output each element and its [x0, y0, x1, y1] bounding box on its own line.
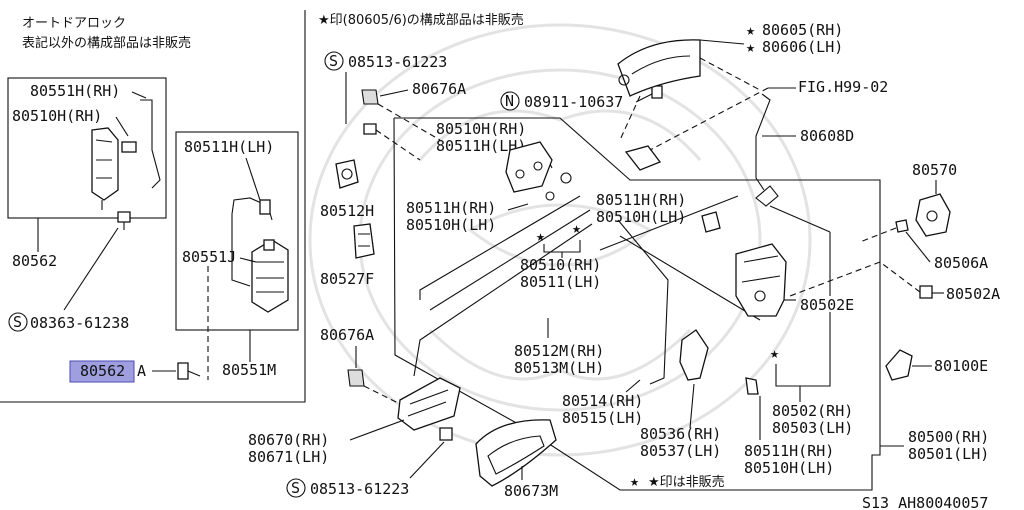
label-80605-rh: 80605(RH) — [762, 21, 843, 39]
rod-clips — [545, 172, 572, 201]
s-mark-08513-top: S — [324, 51, 344, 71]
bottom-note: ★印は非販売 — [648, 474, 725, 490]
inside-handle-bracket-80670 — [397, 377, 461, 431]
inset-frame — [0, 10, 306, 403]
label-80510h-lh-b: 80510H(LH) — [406, 216, 496, 234]
label-80510-rh: 80510(RH) — [520, 256, 601, 274]
label-80562-highlight[interactable]: 80562 — [80, 362, 125, 380]
label-80551h-rh: 80551H(RH) — [30, 82, 120, 100]
s-mark-08513-bottom: S — [286, 478, 306, 498]
watermark-emblem — [308, 23, 812, 457]
label-80100e: 80100E — [934, 357, 988, 375]
label-08363-61238: 08363-61238 — [30, 314, 129, 332]
label-80562: 80562 — [12, 252, 57, 270]
star-mark-b: ★ — [572, 219, 581, 237]
title-note: オートドアロック — [22, 16, 126, 31]
label-fig-h99-02: FIG.H99-02 — [798, 78, 888, 96]
rod-clip-c — [701, 211, 721, 233]
label-80511h-lh-inset: 80511H(LH) — [184, 138, 274, 156]
screw-80506a — [895, 219, 909, 233]
label-80511-lh: 80511(LH) — [520, 273, 601, 291]
s-mark-08363: S — [8, 312, 28, 332]
label-80515-lh: 80515(LH) — [562, 409, 643, 427]
label-80512h: 80512H — [320, 202, 374, 220]
label-80502a: 80502A — [946, 285, 1000, 303]
rod-80608d — [755, 93, 771, 191]
highlight-80562a[interactable] — [69, 360, 135, 383]
key-cylinder — [624, 145, 662, 171]
label-80510h-rh-a: 80510H(RH) — [436, 120, 526, 138]
latch-clip-80512h — [335, 159, 359, 189]
label-80506a: 80506A — [934, 254, 988, 272]
label-80514-rh: 80514(RH) — [562, 392, 643, 410]
label-80500-rh: 80500(RH) — [908, 428, 989, 446]
clip-80676a-bottom — [347, 369, 365, 387]
bolt-08911 — [651, 85, 663, 99]
label-80502e: 80502E — [800, 296, 854, 314]
label-80511h-lh-a: 80511H(LH) — [436, 137, 526, 155]
svg-text:S: S — [291, 479, 300, 497]
inside-handle-80673m — [475, 419, 557, 487]
label-80511h-rh-b: 80511H(RH) — [406, 199, 496, 217]
label-80551m: 80551M — [222, 361, 276, 379]
label-80511h-rh-c: 80511H(RH) — [596, 191, 686, 209]
label-80670-rh: 80670(RH) — [248, 431, 329, 449]
label-80606-lh: 80606(LH) — [762, 38, 843, 56]
label-80676a-bottom: 80676A — [320, 326, 374, 344]
star-mark-c: ★ — [770, 344, 779, 362]
label-80551j: 80551J — [182, 248, 236, 266]
label-08513-61223-bottom: 08513-61223 — [310, 480, 409, 498]
label-80503-lh: 80503(LH) — [772, 419, 853, 437]
door-switch-rh-part — [91, 99, 161, 210]
bolt-80562a — [177, 362, 201, 380]
cap-80100e — [885, 349, 913, 381]
actuator-80570 — [915, 193, 951, 237]
svg-text:S: S — [13, 313, 22, 331]
lever-80536 — [679, 329, 709, 381]
label-80608d: 80608D — [800, 127, 854, 145]
label-80562a-suffix: A — [137, 362, 146, 380]
label-80513m-lh: 80513M(LH) — [514, 359, 604, 377]
star-bottom-note: ★ — [630, 472, 639, 490]
screw-08513-top — [363, 123, 421, 161]
label-80527f: 80527F — [320, 270, 374, 288]
label-80570: 80570 — [912, 161, 957, 179]
label-80502-rh: 80502(RH) — [772, 402, 853, 420]
label-08911-10637: 08911-10637 — [524, 93, 623, 111]
label-80510h-lh-c: 80510H(LH) — [596, 208, 686, 226]
label-80537-lh: 80537(LH) — [640, 442, 721, 460]
label-80510h-lh-d: 80510H(LH) — [744, 459, 834, 477]
screw-80562 — [117, 211, 131, 230]
label-80511h-rh-d: 80511H(RH) — [744, 442, 834, 460]
n-mark-08911: N — [500, 91, 520, 111]
label-80671-lh: 80671(LH) — [248, 448, 329, 466]
actuator-80510h — [505, 141, 553, 193]
clip-80511h-bottom — [745, 377, 759, 395]
linkage-rods — [413, 195, 761, 385]
clip-80676a-top — [361, 89, 379, 105]
assembly-frame — [393, 117, 881, 491]
bracket-80527f — [353, 223, 375, 259]
door-switch-lh-part — [231, 197, 289, 313]
screw-80502a — [919, 285, 933, 299]
door-lock-80502 — [735, 185, 787, 317]
svg-text:S: S — [329, 52, 338, 70]
label-80673m: 80673M — [504, 482, 558, 500]
label-80510h-rh-inset: 80510H(RH) — [12, 107, 102, 125]
label-80501-lh: 80501(LH) — [908, 445, 989, 463]
top-note: ★印(80605/6)の構成部品は非販売 — [318, 12, 524, 28]
label-80676a-top: 80676A — [412, 80, 466, 98]
figure-code: S13 AH80040057 — [862, 494, 988, 510]
label-80512m-rh: 80512M(RH) — [514, 342, 604, 360]
screw-08513-bottom — [439, 427, 453, 441]
svg-text:N: N — [505, 92, 514, 110]
star-80606: ★ — [746, 38, 755, 56]
subtitle-note: 表記以外の構成部品は非販売 — [22, 35, 191, 51]
star-mark-a: ★ — [536, 227, 545, 245]
label-08513-61223-top: 08513-61223 — [348, 53, 447, 71]
star-80605: ★ — [746, 21, 755, 39]
label-80536-rh: 80536(RH) — [640, 425, 721, 443]
